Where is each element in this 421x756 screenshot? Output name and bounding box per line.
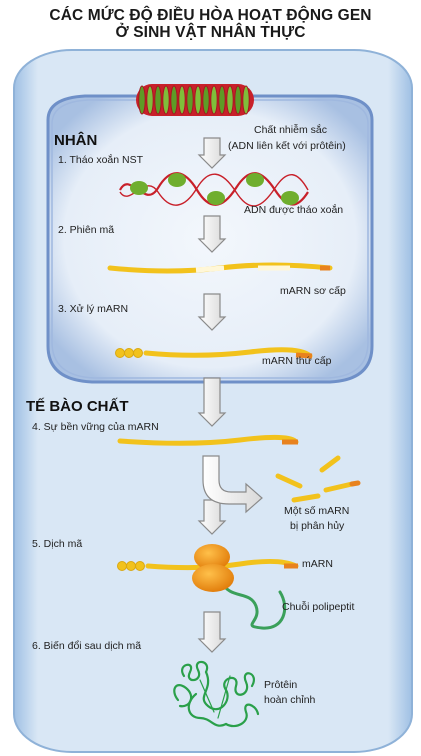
down-arrow-icon (197, 215, 227, 253)
down-arrow-icon (197, 137, 227, 169)
step-4-label: 4. Sự bền vững của mARN (32, 421, 159, 433)
cytoplasm-mrna-strand (117, 434, 299, 446)
ribosome-icon (192, 544, 234, 592)
branch-arrow-icon (202, 455, 263, 514)
polypeptide-label: Chuỗi polipeptit (282, 601, 355, 613)
polypeptide-chain (220, 580, 286, 630)
dna-icon (119, 172, 309, 207)
chromatin-label: Chất nhiễm sắc (254, 124, 327, 136)
page-title: CÁC MỨC ĐỘ ĐIỀU HÒA HOẠT ĐỘNG GEN (49, 7, 372, 24)
step-1-label: 1. Tháo xoắn NST (58, 154, 144, 166)
step-6-label: 6. Biến đổi sau dịch mã (32, 640, 142, 652)
down-arrow-icon (197, 611, 227, 653)
down-arrow-icon (197, 293, 227, 331)
pre-mrna-strand (107, 262, 333, 274)
degraded-mrna-label: Một số mARN (284, 505, 350, 517)
step-2-label: 2. Phiên mã (58, 224, 115, 236)
mrna-label: mARN (302, 558, 333, 570)
nucleus-heading: NHÂN (54, 132, 98, 149)
arrow-group (197, 137, 227, 653)
protein-label: Prôtêin (264, 679, 298, 691)
mature-mrna-label: mARN thứ cấp (262, 355, 332, 367)
dna-unwound-label: ADN được tháo xoắn (244, 204, 344, 216)
page-subtitle: Ở SINH VẬT NHÂN THỰC (115, 24, 306, 41)
pre-mrna-label: mARN sơ cấp (280, 285, 346, 297)
step-3-label: 3. Xử lý mARN (58, 303, 129, 315)
step-5-label: 5. Dịch mã (32, 538, 83, 550)
chromatin-sublabel: (ADN liên kết với prôtêin) (228, 140, 346, 152)
cytoplasm-heading: TẾ BÀO CHẤT (26, 398, 129, 415)
degraded-mrna-sublabel: bị phân hủy (290, 520, 345, 532)
protein-sublabel: hoàn chỉnh (264, 694, 316, 706)
protein-icon (173, 660, 260, 728)
down-arrow-icon (197, 377, 227, 427)
mature-mrna-strand (115, 347, 313, 359)
translation-mrna (117, 558, 299, 571)
chromatin-icon (136, 84, 254, 116)
degraded-mrna-fragments (275, 455, 361, 503)
